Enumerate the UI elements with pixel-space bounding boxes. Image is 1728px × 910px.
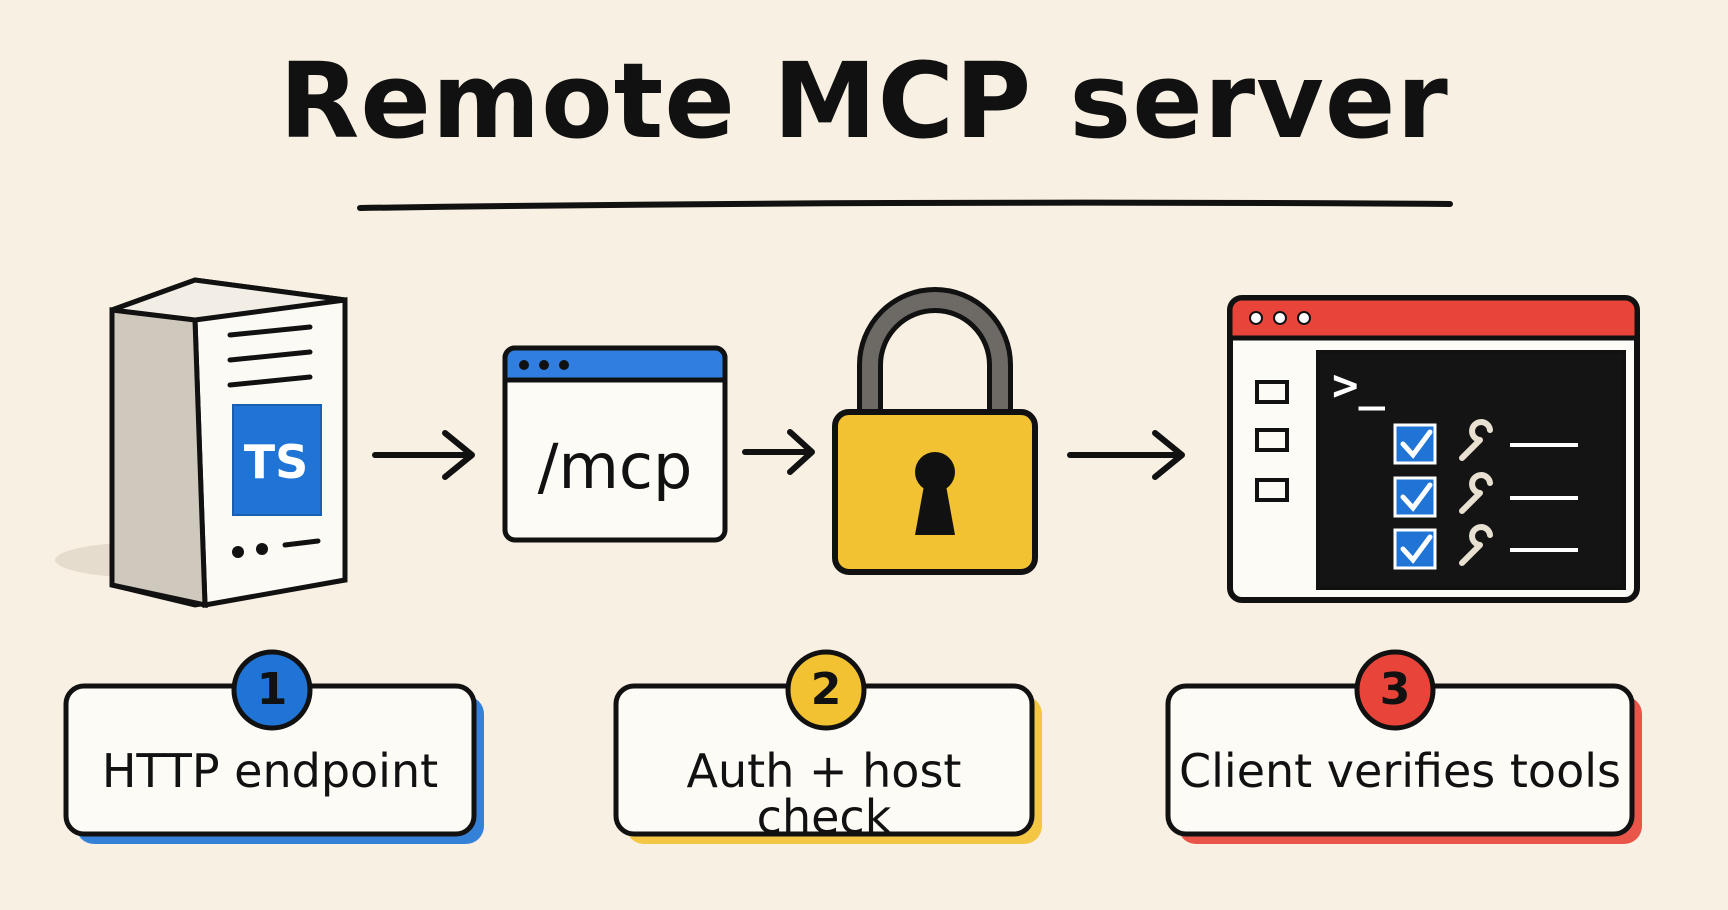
typescript-badge-icon [232, 404, 322, 516]
padlock-icon [832, 287, 1038, 575]
step-number-3: 3 [1379, 664, 1411, 715]
step-box-3 [1165, 649, 1642, 844]
endpoint-window-icon [502, 345, 728, 543]
step-label-3: Client verifies tools [1179, 744, 1621, 798]
endpoint-path-label: /mcp [537, 430, 693, 503]
terminal-prompt: >_ [1332, 360, 1385, 411]
diagram-title: Remote MCP server [279, 40, 1449, 162]
terminal-window-icon [1227, 295, 1640, 603]
arrow-right-icon [372, 430, 475, 480]
step-box-2 [613, 649, 1042, 844]
typescript-badge-label: TS [243, 435, 309, 489]
step-number-2: 2 [810, 664, 842, 715]
step-number-1: 1 [256, 664, 288, 715]
arrow-right-icon [1067, 430, 1185, 480]
title-underline [357, 199, 1453, 211]
step-box-1 [63, 649, 484, 844]
arrow-right-icon [742, 429, 815, 475]
step-label-2: Auth + host check [686, 744, 962, 844]
step-label-1: HTTP endpoint [101, 744, 439, 798]
